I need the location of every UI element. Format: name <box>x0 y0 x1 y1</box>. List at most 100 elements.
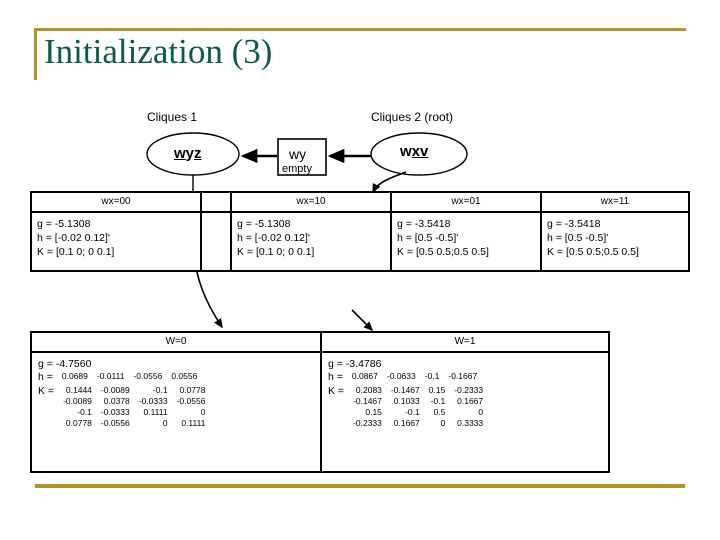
cell-wx11: g = -3.5418 h = [0.5 -0.5]' K = [0.5 0.5… <box>542 213 688 270</box>
title-top-rule <box>34 28 686 31</box>
w0-k-0-1: -0.0089 <box>100 385 130 395</box>
cell-wx01-h: h = [0.5 -0.5]' <box>397 232 459 244</box>
col-header-gap <box>202 193 232 211</box>
w0-k-2-0: -0.1 <box>77 407 92 417</box>
w1-h-1: -0.0633 <box>386 371 416 381</box>
cell-wx11-h: h = [0.5 -0.5]' <box>547 232 609 244</box>
table-row: g = -5.1308 h = [-0.02 0.12]' K = [0.1 0… <box>32 213 688 270</box>
w1-k-2-2: 0.5 <box>433 407 446 417</box>
w1-k-1-1: 0.1033 <box>393 396 420 406</box>
w0-k-1-1: 0.0378 <box>103 396 130 406</box>
w0-k-1-0: -0.0089 <box>63 396 92 406</box>
cell-wx01-g: g = -3.5418 <box>397 218 451 230</box>
node-label-wyz-z: z <box>194 145 202 162</box>
w0-k-0-3: 0.0778 <box>179 385 206 395</box>
w0-h-3: 0.0556 <box>171 371 198 381</box>
w1-k-0-1: -0.1467 <box>390 385 420 395</box>
w1-k-2-1: -0.1 <box>405 407 420 417</box>
table-row: g = -4.7560 h = 0.0689 -0.0111 -0.0556 0… <box>32 353 608 471</box>
cell-wx01-K: K = [0.5 0.5;0.5 0.5] <box>397 246 489 258</box>
w0-k-2-3: 0 <box>200 407 206 417</box>
caption-cliques-1: Cliques 1 <box>147 110 198 124</box>
node-label-wyz-w: w <box>174 145 186 162</box>
cell-w0-block: g = -4.7560 h = 0.0689 -0.0111 -0.0556 0… <box>32 353 322 471</box>
cell-wx11-K: K = [0.5 0.5;0.5 0.5] <box>547 246 639 258</box>
col-header-wx00: wx=00 <box>32 193 202 211</box>
w1-k-3-0: -0.2333 <box>353 418 382 428</box>
matrix-row: 0.2083 -0.1467 0.15 -0.2333 <box>347 385 486 396</box>
w1-h-3: -0.1667 <box>448 371 478 381</box>
matrix-row: 0.0867 -0.0633 -0.1 -0.1667 <box>346 371 480 382</box>
col-header-wx10: wx=10 <box>232 193 392 211</box>
cell-wx10: g = -5.1308 h = [-0.02 0.12]' K = [0.1 0… <box>232 213 392 270</box>
potentials-table-bottom: W=0 W=1 g = -4.7560 h = 0.0689 -0.0111 -… <box>30 331 610 473</box>
cell-gap <box>202 213 232 270</box>
w0-h-matrix: 0.0689 -0.0111 -0.0556 0.0556 <box>56 371 200 382</box>
matrix-row: 0.15 -0.1 0.5 0 <box>347 407 486 418</box>
table-row: wx=00 wx=10 wx=01 wx=11 <box>32 193 688 213</box>
node-label-wxv-v: v <box>420 143 429 160</box>
matrix-row: -0.1467 0.1033 -0.1 0.1667 <box>347 396 486 407</box>
w1-k-1-0: -0.1467 <box>353 396 382 406</box>
w0-h-0: 0.0689 <box>61 371 88 381</box>
clique-ellipse-wxv <box>370 132 468 176</box>
w1-g-label: g = <box>328 358 343 370</box>
node-label-wxv: wxv <box>400 143 428 160</box>
w0-k-3-3: 0.1111 <box>181 418 206 428</box>
node-label-wxv-w: w <box>400 143 412 160</box>
cell-wx00: g = -5.1308 h = [-0.02 0.12]' K = [0.1 0… <box>32 213 202 270</box>
title-accent-bar <box>34 28 37 80</box>
w0-k-0-0: 0.1444 <box>65 385 92 395</box>
cell-wx10-h: h = [-0.02 0.12]' <box>237 232 310 244</box>
w1-k-label: K = <box>328 385 345 397</box>
w0-k-3-1: -0.0556 <box>100 418 130 428</box>
cell-wx00-g: g = -5.1308 <box>37 218 91 230</box>
w1-k-1-2: -0.1 <box>430 396 446 406</box>
w1-k-3-2: 0 <box>440 418 446 428</box>
arrow-to-w1-block <box>351 309 374 332</box>
w0-k-1-2: -0.0333 <box>138 396 168 406</box>
w0-k-3-2: 0 <box>162 418 168 428</box>
matrix-row: 0.0689 -0.0111 -0.0556 0.0556 <box>56 371 200 382</box>
w0-k-2-1: -0.0333 <box>100 407 130 417</box>
node-label-wxv-x: x <box>411 143 421 160</box>
w0-h-1: -0.0111 <box>96 371 125 381</box>
col-header-wx11: wx=11 <box>600 196 630 207</box>
w1-k-row: K = 0.2083 -0.1467 0.15 -0.2333 -0.1467 … <box>328 385 602 429</box>
w0-k-3-0: 0.0778 <box>65 418 92 428</box>
w1-h-0: 0.0867 <box>351 371 378 381</box>
col-header-wx01: wx=01 <box>392 193 542 211</box>
w1-k-2-3: 0 <box>478 407 484 417</box>
w0-g-label: g = <box>38 358 53 370</box>
cell-w1-block: g = -3.4786 h = 0.0867 -0.0633 -0.1 -0.1… <box>322 353 608 471</box>
w0-k-2-2: 0.1111 <box>143 407 168 417</box>
w0-k-0-2: -0.1 <box>152 385 168 395</box>
page-title: Initialization (3) <box>44 32 273 71</box>
w0-h-2: -0.0556 <box>133 371 163 381</box>
matrix-row: -0.1 -0.0333 0.1111 0 <box>57 407 208 418</box>
cell-wx00-K: K = [0.1 0; 0 0.1] <box>37 246 115 258</box>
w1-k-0-3: -0.2333 <box>454 385 484 395</box>
w0-k-matrix: 0.1444 -0.0089 -0.1 0.0778 -0.0089 0.037… <box>57 385 208 429</box>
potentials-table-top: wx=00 wx=10 wx=01 wx=11 g = -5.1308 h = … <box>30 191 690 272</box>
cell-wx00-h: h = [-0.02 0.12]' <box>37 232 110 244</box>
matrix-row: -0.2333 0.1667 0 0.3333 <box>347 418 486 429</box>
matrix-row: 0.1444 -0.0089 -0.1 0.0778 <box>57 385 208 396</box>
footer-rule <box>35 484 685 488</box>
cell-wx10-g: g = -5.1308 <box>237 218 291 230</box>
cell-wx11-g: g = -3.5418 <box>547 218 601 230</box>
table-row: W=0 W=1 <box>32 333 608 353</box>
separator-label-wy: wy <box>289 146 307 162</box>
w1-k-1-3: 0.1667 <box>457 396 484 406</box>
w1-h-2: -0.1 <box>424 371 440 381</box>
caption-cliques-2: Cliques 2 (root) <box>371 110 454 124</box>
w1-k-0-0: 0.2083 <box>355 385 382 395</box>
matrix-row: 0.0778 -0.0556 0 0.1111 <box>57 418 208 429</box>
w1-h-row: h = 0.0867 -0.0633 -0.1 -0.1667 <box>328 371 602 384</box>
col-header-w1: W=1 <box>454 336 476 347</box>
w1-g-value: -3.4786 <box>345 358 382 370</box>
node-label-wyz-y: y <box>185 145 195 162</box>
w0-k-label: K = <box>38 385 55 397</box>
w0-k-row: K = 0.1444 -0.0089 -0.1 0.0778 -0.0089 0… <box>38 385 314 429</box>
